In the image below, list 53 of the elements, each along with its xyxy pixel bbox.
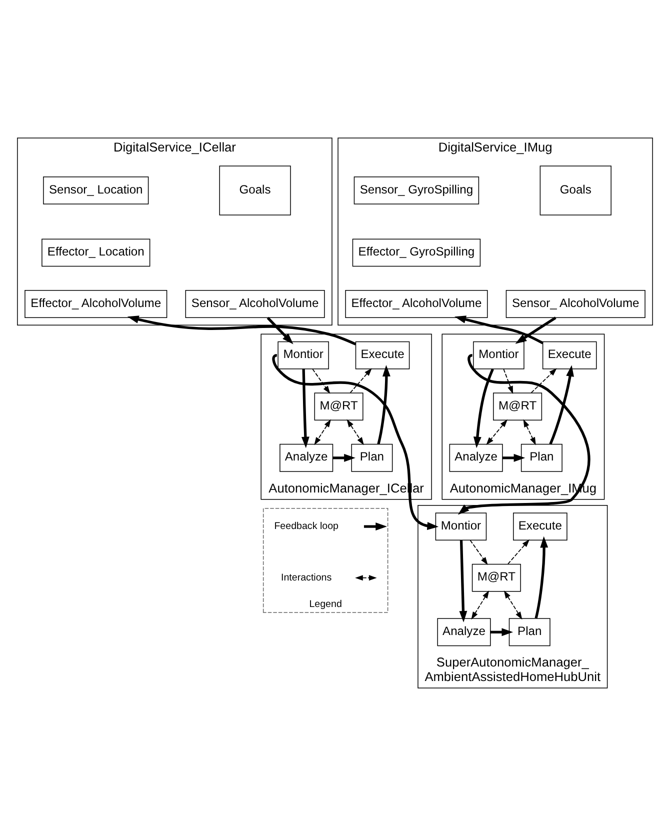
- node-box: Execute: [355, 340, 410, 369]
- node-box: Sensor_ Location: [43, 176, 149, 204]
- arrow: [272, 354, 439, 530]
- arrow: [454, 315, 544, 344]
- arrow: [502, 453, 526, 462]
- arrow: [534, 536, 548, 618]
- arrow: [503, 368, 514, 394]
- arrow: [266, 316, 294, 344]
- legend-label: Feedback loop: [274, 520, 338, 532]
- arrow: [312, 368, 330, 394]
- node-box: Analyze: [449, 443, 503, 472]
- arrow: [523, 418, 536, 445]
- arrow: [459, 540, 468, 622]
- node-box: Effector_ Location: [42, 238, 150, 266]
- node-box: Plan: [520, 443, 562, 472]
- node-box: M@RT: [314, 392, 364, 420]
- arrow: [350, 368, 372, 393]
- node-box: Effector_ AlcoholVolume: [345, 290, 488, 318]
- arrow: [314, 418, 331, 445]
- node-box: Sensor_ AlcoholVolume: [506, 290, 646, 318]
- node-box: Goals: [219, 165, 291, 215]
- node-box: Plan: [508, 618, 550, 646]
- arrow: [508, 538, 530, 564]
- arrow: [473, 368, 494, 448]
- arrow: [549, 364, 574, 444]
- arrow: [530, 368, 557, 393]
- arrow: [346, 418, 364, 445]
- node-box: Execute: [542, 340, 597, 369]
- node-box: M@RT: [493, 392, 542, 420]
- legend-label: Interactions: [281, 572, 332, 583]
- arrow: [332, 453, 356, 462]
- node-box: Goals: [540, 165, 612, 215]
- node-box: Effector_ AlcoholVolume: [24, 290, 168, 318]
- node-box: Montior: [435, 512, 487, 540]
- arrow: [486, 418, 508, 445]
- node-box: Analyze: [280, 443, 334, 472]
- node-box: Montior: [278, 340, 329, 369]
- arrow: [470, 539, 488, 565]
- node-box: Plan: [351, 443, 393, 472]
- node-box: Sensor_ AlcoholVolume: [185, 290, 325, 318]
- node-box: Sensor_ GyroSpilling: [354, 176, 480, 204]
- arrow: [127, 315, 356, 345]
- arrow: [301, 368, 310, 448]
- arrow: [471, 590, 490, 620]
- node-box: Analyze: [437, 618, 491, 646]
- node-box: Effector_ GyroSpilling: [352, 238, 481, 266]
- arrow: [377, 364, 390, 444]
- arrow: [490, 628, 514, 636]
- arrow: [458, 354, 590, 514]
- node-box: Execute: [513, 512, 568, 540]
- node-box: Montior: [473, 340, 524, 369]
- node-box: M@RT: [472, 563, 521, 592]
- arrow: [504, 590, 522, 620]
